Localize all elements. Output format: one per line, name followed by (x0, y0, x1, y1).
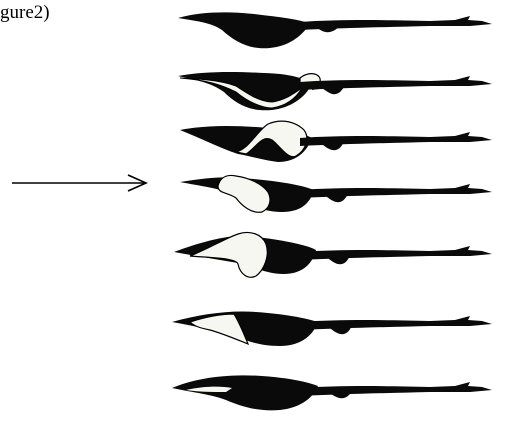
stage-3 (180, 121, 492, 162)
stage-4 (180, 175, 492, 212)
stage-5 (174, 232, 492, 277)
stage-2 (178, 72, 492, 110)
stage-6 (172, 311, 492, 346)
stage-7 (172, 375, 492, 410)
arrow-right-icon (12, 175, 146, 191)
stage-1 (178, 12, 492, 48)
